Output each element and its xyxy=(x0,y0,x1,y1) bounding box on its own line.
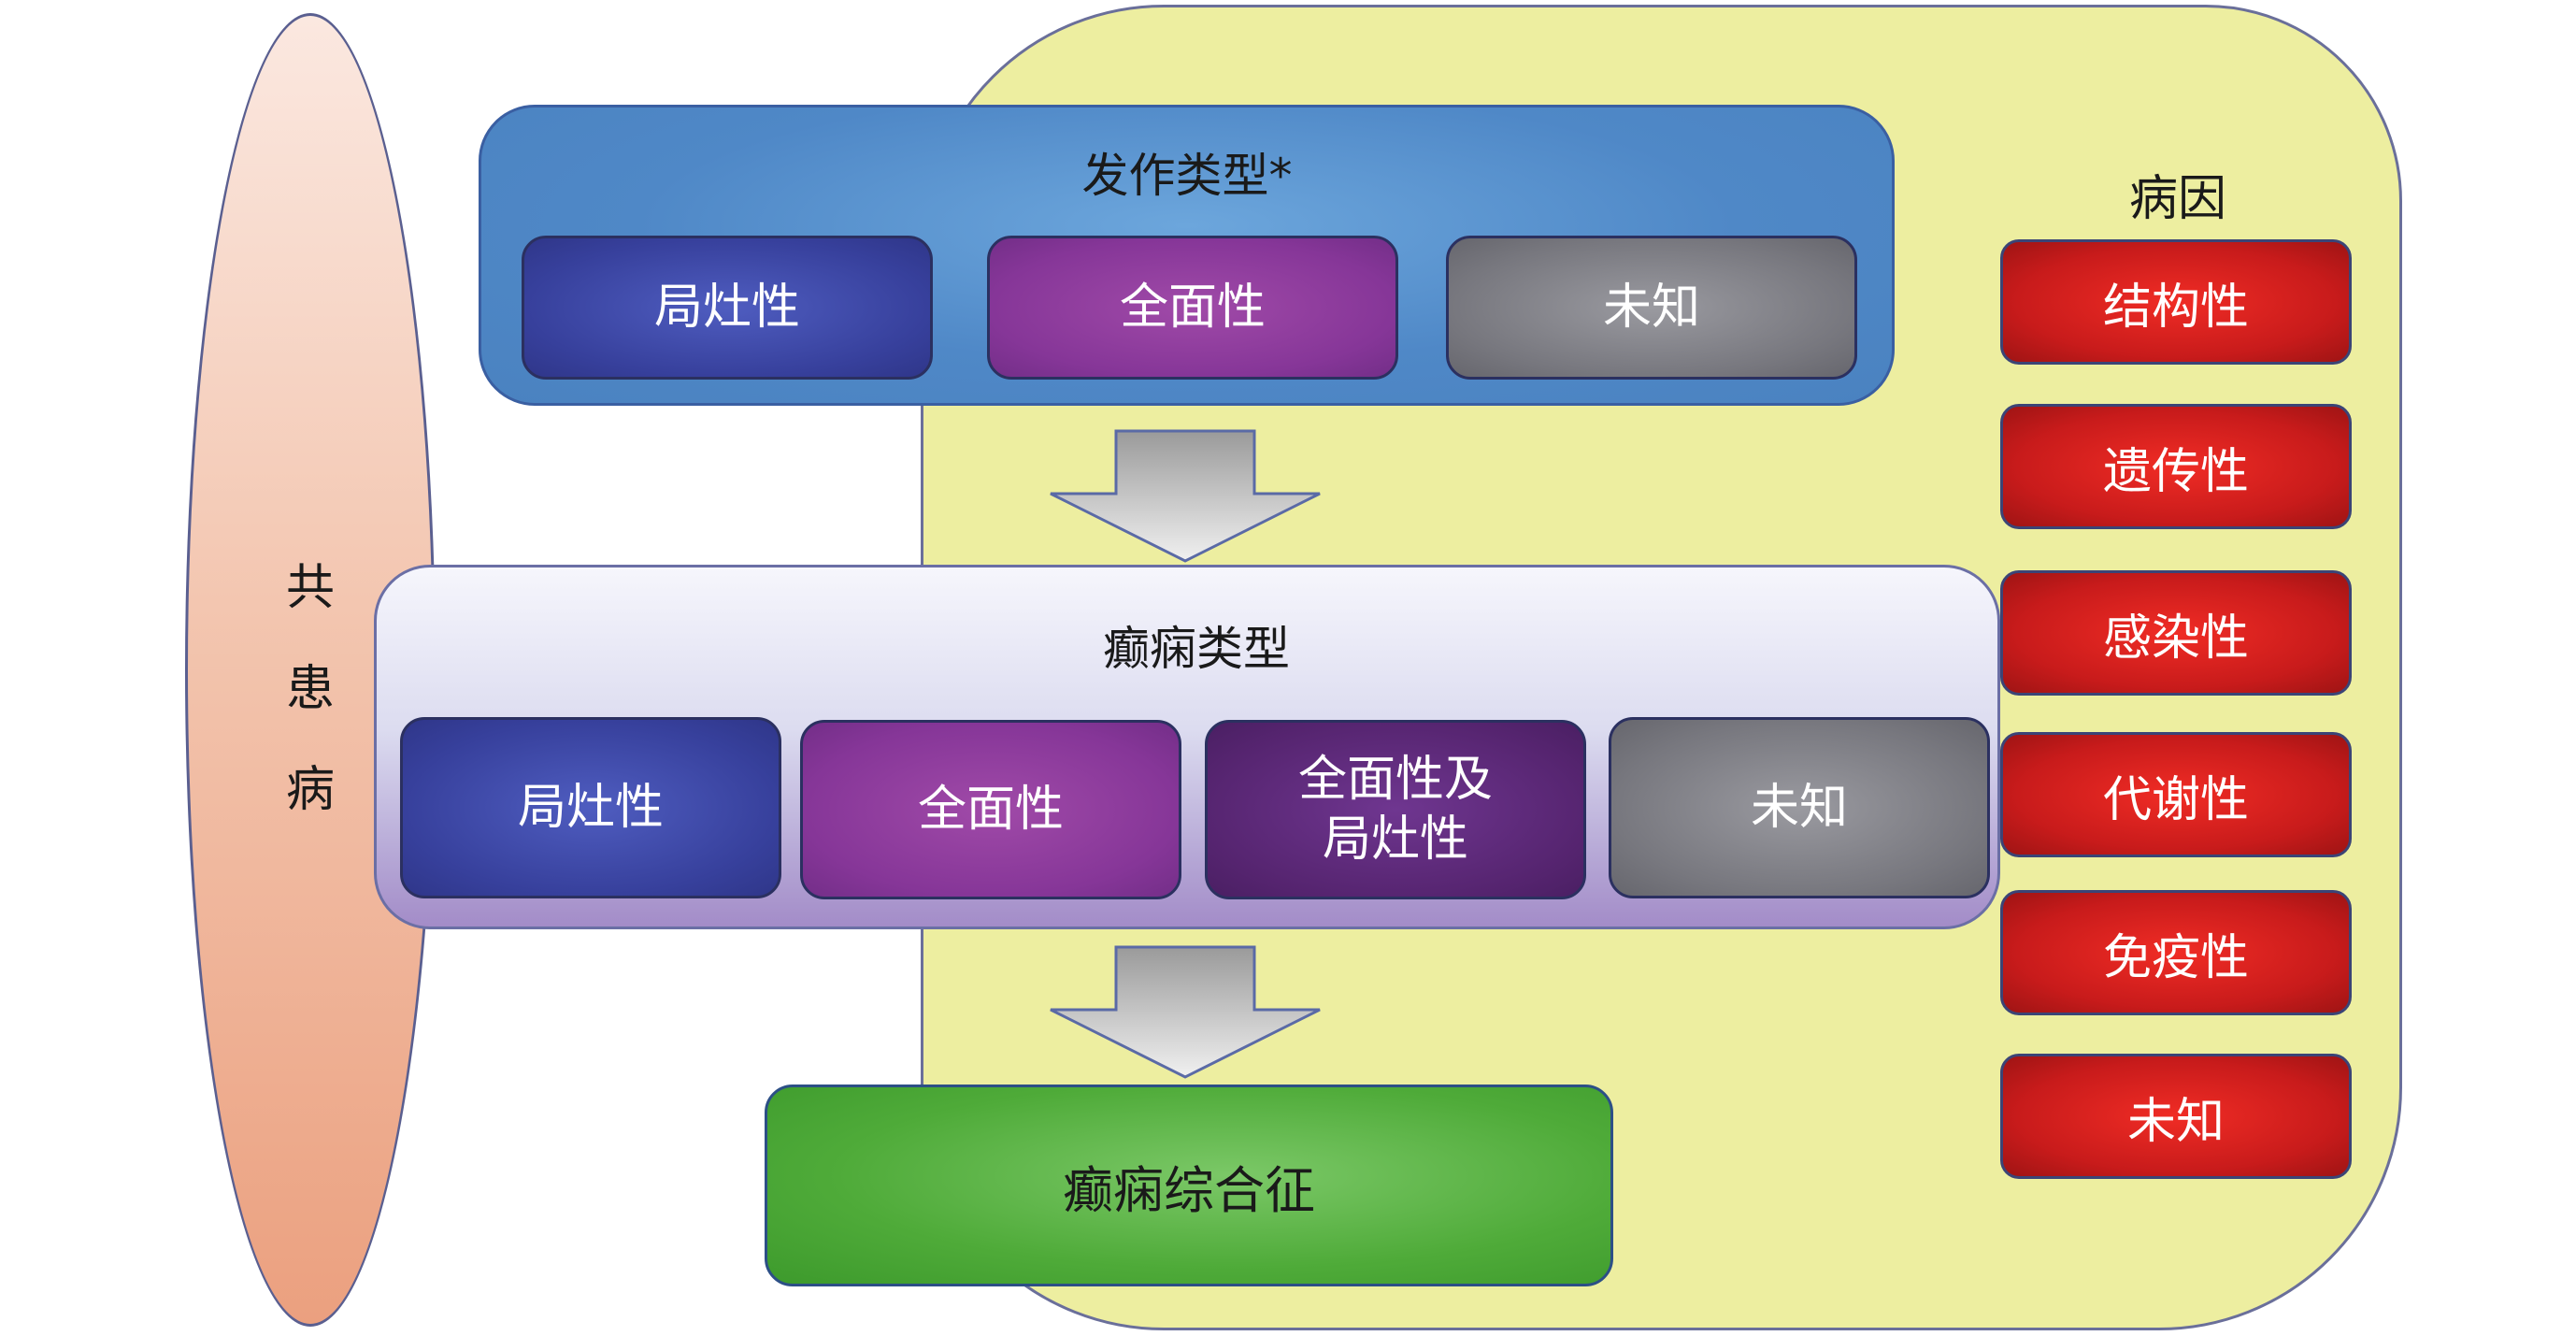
epilepsy-focal-box: 局灶性 xyxy=(400,717,781,898)
etiology-genetic-box: 遗传性 xyxy=(2000,404,2352,529)
etiology-infectious-box: 感染性 xyxy=(2000,570,2352,696)
seizure-unknown-box: 未知 xyxy=(1446,236,1857,380)
epilepsy-syndrome-box: 癫痫综合征 xyxy=(765,1085,1613,1286)
epilepsy-types-title: 癫痫类型 xyxy=(1103,622,1290,676)
down-arrow-icon xyxy=(1050,429,1321,563)
seizure-types-title: 发作类型* xyxy=(1081,149,1293,203)
etiology-structural-box: 结构性 xyxy=(2000,239,2352,365)
etiology-title: 病因 xyxy=(2128,171,2226,227)
seizure-focal-box: 局灶性 xyxy=(522,236,933,380)
epilepsy-combined-box: 全面性及 局灶性 xyxy=(1205,720,1586,899)
etiology-metabolic-box: 代谢性 xyxy=(2000,732,2352,857)
seizure-generalized-box: 全面性 xyxy=(987,236,1398,380)
epilepsy-generalized-box: 全面性 xyxy=(800,720,1181,899)
down-arrow-icon xyxy=(1050,945,1321,1079)
etiology-immune-box: 免疫性 xyxy=(2000,890,2352,1015)
etiology-unknown-box: 未知 xyxy=(2000,1054,2352,1179)
epilepsy-unknown-box: 未知 xyxy=(1609,717,1990,898)
comorbidity-label: 共 患 病 xyxy=(285,560,335,818)
